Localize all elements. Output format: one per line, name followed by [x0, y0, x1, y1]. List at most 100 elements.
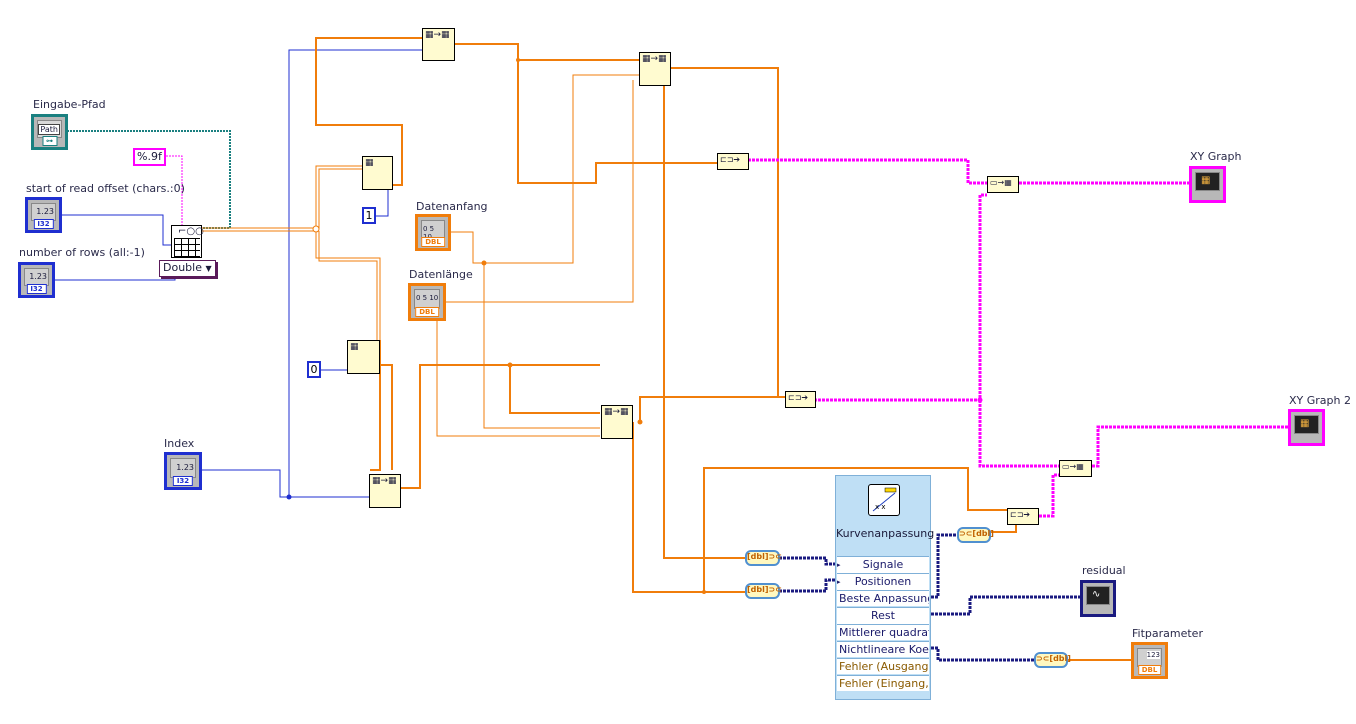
- fitparameter-label: Fitparameter: [1132, 627, 1203, 640]
- convert-to-dynamic-icon: [dbl]⊃⊂: [747, 585, 782, 594]
- xy-graph-terminal[interactable]: ▦: [1189, 166, 1226, 203]
- output-rest[interactable]: Rest: [837, 607, 929, 624]
- read-spreadsheet-node[interactable]: ⌐○○: [171, 225, 204, 258]
- datenanfang-terminal[interactable]: 0 5 10 DBL: [415, 214, 451, 251]
- to-dynamic-data-node-1[interactable]: [dbl]⊃⊂: [745, 550, 782, 566]
- wire-rows: [55, 270, 176, 281]
- convert-from-dynamic-icon: ⊃⊂[dbl]: [959, 529, 994, 538]
- type-ring-double[interactable]: Double ▼: [159, 260, 216, 277]
- array-subset-node-3[interactable]: ▦→▦: [639, 52, 671, 86]
- path-glyph: Path: [38, 124, 60, 135]
- wire-path: [67, 130, 231, 229]
- input-label: Positionen: [854, 575, 912, 588]
- i32-type-tag: I32: [33, 219, 54, 229]
- array-subset-icon: ▦→▦: [642, 54, 667, 64]
- waveform-graph-icon: ∿: [1092, 589, 1101, 600]
- index-label: Index: [164, 437, 195, 450]
- input-positionen[interactable]: ▸Positionen: [837, 573, 929, 590]
- graph-icon: ▦: [1300, 418, 1310, 429]
- output-fehler-ausgang[interactable]: Fehler (Ausgang): [837, 658, 929, 674]
- output-label: Beste Anpassung: [839, 592, 929, 605]
- xy-graph-label: XY Graph: [1190, 150, 1242, 163]
- datenlaenge-label: Datenlänge: [409, 268, 473, 281]
- array-index-icon: 123: [1146, 651, 1160, 659]
- array-subset-icon: ▦→▦: [604, 407, 629, 417]
- wire-offset: [62, 214, 172, 246]
- datenlaenge-terminal[interactable]: 0 5 10 DBL: [408, 283, 446, 321]
- start-offset-terminal[interactable]: 1.23 I32: [25, 197, 62, 233]
- xy-graph-2-terminal[interactable]: ▦: [1288, 409, 1325, 446]
- bundle-icon: ⊏⊐➔: [788, 393, 809, 402]
- constant-zero[interactable]: 0: [307, 361, 321, 378]
- input-fehler-eingang[interactable]: Fehler (Eingang, kein Fehler): [837, 675, 929, 691]
- glasses-icon: ⌐○○: [178, 226, 204, 237]
- numeric-glyph: 1.23: [36, 207, 54, 216]
- table-grid-icon: [174, 238, 200, 257]
- input-label: Signale: [862, 558, 904, 571]
- build-array-icon: ▭→▦: [990, 178, 1012, 187]
- start-offset-label: start of read offset (chars.:0): [26, 182, 185, 195]
- convert-to-dynamic-icon: [dbl]⊃⊂: [747, 552, 782, 561]
- output-nichtlineare-koeffizienten[interactable]: Nichtlineare Koeffizienten: [837, 641, 929, 657]
- input-label: Fehler (Eingang, kein Fehler): [839, 677, 929, 690]
- path-input-label: Eingabe-Pfad: [33, 98, 106, 111]
- curve-fitting-express-vi[interactable]: x x Kurvenanpassung ▸Signale ▸Positionen…: [835, 475, 935, 700]
- format-string-constant[interactable]: %.9f: [133, 148, 166, 166]
- type-ring-value: Double: [163, 261, 202, 274]
- from-dynamic-data-node-1[interactable]: ⊃⊂[dbl]: [957, 527, 994, 543]
- wire-format: [160, 155, 183, 226]
- dbl-type-tag: DBL: [415, 307, 439, 317]
- output-beste-anpassung[interactable]: Beste Anpassung: [837, 590, 929, 606]
- index-terminal[interactable]: 1.23 I32: [164, 452, 202, 490]
- build-array-node-2[interactable]: ▭→▦: [1059, 460, 1092, 477]
- output-label: Rest: [871, 609, 895, 622]
- number-rows-terminal[interactable]: 1.23 I32: [18, 262, 55, 298]
- wire-const-1: [375, 190, 389, 217]
- i32-type-tag: I32: [172, 476, 194, 486]
- index-array-node-1[interactable]: ▦: [362, 156, 393, 190]
- index-array-icon: ▦: [365, 158, 374, 168]
- build-array-icon: ▭→▦: [1062, 462, 1084, 471]
- slider-icon: 0 5 10: [416, 294, 439, 302]
- array-subset-icon: ▦→▦: [372, 476, 397, 486]
- dbl-type-tag: DBL: [1137, 665, 1162, 675]
- constant-one[interactable]: 1: [362, 207, 376, 224]
- to-dynamic-data-node-2[interactable]: [dbl]⊃⊂: [745, 583, 782, 599]
- array-subset-node-1[interactable]: ▦→▦: [422, 28, 455, 61]
- output-mittlerer-quadratischer-fehler[interactable]: Mittlerer quadratischer Fehler: [837, 624, 929, 640]
- array-subset-icon: ▦→▦: [425, 30, 450, 40]
- fitparameter-terminal[interactable]: 123 DBL: [1131, 642, 1168, 679]
- numeric-glyph: 1.23: [29, 272, 47, 281]
- bundle-icon: ⊏⊐➔: [720, 155, 741, 164]
- xy-graph-2-label: XY Graph 2: [1289, 394, 1351, 407]
- bundle-node-1[interactable]: ⊏⊐➔: [717, 153, 749, 170]
- express-vi-title: Kurvenanpassung: [836, 527, 935, 540]
- dropdown-arrow-icon: ▼: [205, 264, 212, 273]
- bundle-icon: ⊏⊐➔: [1010, 510, 1031, 519]
- convert-from-dynamic-icon: ⊃⊂[dbl]: [1036, 654, 1071, 663]
- dbl-type-tag: DBL: [421, 237, 445, 247]
- wire-index-up: [288, 49, 422, 497]
- path-type-icon: ⊶: [42, 136, 57, 146]
- input-signale[interactable]: ▸Signale: [837, 556, 929, 573]
- bundle-node-2[interactable]: ⊏⊐➔: [785, 391, 816, 408]
- wire-index: [201, 469, 370, 498]
- residual-label: residual: [1082, 564, 1126, 577]
- array-subset-node-4[interactable]: ▦→▦: [601, 405, 633, 439]
- i32-type-tag: I32: [26, 284, 47, 294]
- graph-icon: ▦: [1201, 175, 1211, 186]
- residual-terminal[interactable]: ∿: [1080, 580, 1116, 617]
- from-dynamic-data-node-2[interactable]: ⊃⊂[dbl]: [1034, 652, 1071, 668]
- path-input-terminal[interactable]: Path ⊶: [31, 114, 68, 150]
- index-array-icon: ▦: [350, 342, 359, 352]
- bundle-node-3[interactable]: ⊏⊐➔: [1007, 508, 1039, 525]
- array-subset-node-2[interactable]: ▦→▦: [369, 474, 401, 508]
- index-array-node-2[interactable]: ▦: [347, 340, 380, 374]
- output-label: Fehler (Ausgang): [839, 660, 929, 673]
- datenanfang-label: Datenanfang: [416, 200, 488, 213]
- curve-fit-icon: x x: [868, 484, 900, 516]
- number-rows-label: number of rows (all:-1): [19, 246, 145, 259]
- build-array-node-1[interactable]: ▭→▦: [987, 176, 1019, 193]
- numeric-glyph: 1.23: [176, 463, 194, 472]
